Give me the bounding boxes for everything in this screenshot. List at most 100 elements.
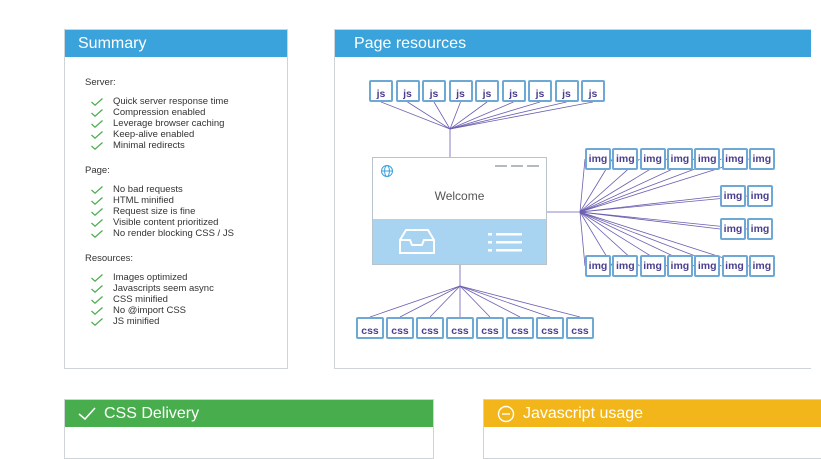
img-resource-chip: img bbox=[748, 148, 775, 170]
check-icon bbox=[91, 108, 103, 117]
summary-check-item: Quick server response time bbox=[91, 96, 287, 107]
summary-item-label: No bad requests bbox=[113, 184, 183, 195]
list-icon bbox=[488, 233, 522, 252]
img-resource-chip: img bbox=[666, 148, 693, 170]
img-resource-chip: img bbox=[585, 255, 611, 277]
summary-check-item: Request size is fine bbox=[91, 206, 287, 217]
css-resource-chip: css bbox=[536, 317, 564, 339]
img-resource-chip: img bbox=[747, 185, 773, 207]
js-resource-chip: js bbox=[422, 80, 446, 102]
summary-check-item: No render blocking CSS / JS bbox=[91, 228, 287, 239]
summary-check-item: Images optimized bbox=[91, 272, 287, 283]
summary-check-item: JS minified bbox=[91, 316, 287, 327]
check-icon bbox=[91, 295, 103, 304]
summary-item-label: Leverage browser caching bbox=[113, 118, 225, 129]
js-resource-chip: js bbox=[395, 80, 420, 102]
css-resource-chip: css bbox=[506, 317, 534, 339]
check-icon bbox=[91, 207, 103, 216]
summary-check-item: No bad requests bbox=[91, 184, 287, 195]
summary-item-label: Compression enabled bbox=[113, 107, 206, 118]
summary-title: Summary bbox=[78, 35, 147, 52]
summary-check-item: Keep-alive enabled bbox=[91, 129, 287, 140]
window-dashes-icon bbox=[495, 165, 539, 167]
img-resource-chip: img bbox=[747, 218, 773, 240]
summary-check-item: No @import CSS bbox=[91, 305, 287, 316]
summary-item-label: JS minified bbox=[113, 316, 160, 327]
css-delivery-header: CSS Delivery bbox=[65, 400, 433, 427]
js-resource-chip: js bbox=[448, 80, 473, 102]
summary-header: Summary bbox=[65, 30, 287, 57]
js-resource-chip: js bbox=[369, 80, 393, 102]
img-resource-chip: img bbox=[612, 255, 639, 277]
javascript-usage-panel: Javascript usage bbox=[483, 399, 821, 459]
globe-icon bbox=[381, 165, 393, 177]
check-icon bbox=[91, 284, 103, 293]
img-resource-chip: img bbox=[721, 148, 748, 170]
summary-item-label: HTML minified bbox=[113, 195, 174, 206]
summary-item-label: Visible content prioritized bbox=[113, 217, 219, 228]
mockup-top: Welcome bbox=[373, 158, 546, 221]
img-resource-chip: img bbox=[585, 148, 611, 170]
img-resource-chip: img bbox=[639, 148, 666, 170]
summary-check-item: Compression enabled bbox=[91, 107, 287, 118]
js-resource-chip: js bbox=[501, 80, 526, 102]
check-icon bbox=[91, 119, 103, 128]
css-resource-chip: css bbox=[356, 317, 384, 339]
css-resource-chip: css bbox=[476, 317, 504, 339]
js-resource-chip: js bbox=[581, 80, 605, 102]
summary-check-item: Leverage browser caching bbox=[91, 118, 287, 129]
css-delivery-title: CSS Delivery bbox=[104, 405, 200, 422]
summary-panel: Summary Server:Quick server response tim… bbox=[64, 29, 288, 369]
check-icon bbox=[91, 306, 103, 315]
mockup-welcome-text: Welcome bbox=[434, 189, 485, 203]
resources-title: Page resources bbox=[354, 35, 467, 52]
img-resource-chip: img bbox=[720, 218, 746, 240]
summary-item-label: Quick server response time bbox=[113, 96, 229, 107]
img-resource-chip: img bbox=[666, 255, 693, 277]
summary-check-item: CSS minified bbox=[91, 294, 287, 305]
summary-check-item: Visible content prioritized bbox=[91, 217, 287, 228]
page-mockup: Welcome bbox=[372, 157, 547, 265]
css-delivery-panel: CSS Delivery bbox=[64, 399, 434, 459]
check-icon bbox=[78, 407, 96, 421]
summary-item-label: Images optimized bbox=[113, 272, 188, 283]
summary-section-title: Resources: bbox=[85, 253, 134, 264]
img-resource-chip: img bbox=[721, 255, 748, 277]
check-icon bbox=[91, 317, 103, 326]
check-icon bbox=[91, 218, 103, 227]
css-resource-chip: css bbox=[416, 317, 444, 339]
img-resource-chip: img bbox=[612, 148, 639, 170]
summary-item-label: Javascripts seem async bbox=[113, 283, 214, 294]
img-resource-chip: img bbox=[694, 255, 721, 277]
inbox-tray-icon bbox=[399, 229, 435, 254]
check-icon bbox=[91, 196, 103, 205]
javascript-usage-header: Javascript usage bbox=[484, 400, 821, 427]
summary-check-item: Minimal redirects bbox=[91, 140, 287, 151]
img-resource-chip: img bbox=[639, 255, 666, 277]
resources-header: Page resources bbox=[335, 30, 811, 57]
img-resource-chip: img bbox=[720, 185, 746, 207]
summary-item-label: CSS minified bbox=[113, 294, 168, 305]
javascript-usage-title: Javascript usage bbox=[523, 405, 644, 422]
js-resource-chip: js bbox=[528, 80, 552, 102]
summary-item-label: No render blocking CSS / JS bbox=[113, 228, 234, 239]
check-icon bbox=[91, 141, 103, 150]
css-resource-chip: css bbox=[446, 317, 474, 339]
summary-item-label: Minimal redirects bbox=[113, 140, 185, 151]
check-icon bbox=[91, 97, 103, 106]
css-resource-chip: css bbox=[566, 317, 594, 339]
summary-item-label: Keep-alive enabled bbox=[113, 129, 195, 140]
mockup-content bbox=[373, 219, 546, 264]
summary-item-label: Request size is fine bbox=[113, 206, 196, 217]
img-resource-chip: img bbox=[748, 255, 775, 277]
summary-item-label: No @import CSS bbox=[113, 305, 186, 316]
check-icon bbox=[91, 273, 103, 282]
css-resource-chip: css bbox=[386, 317, 414, 339]
check-icon bbox=[91, 185, 103, 194]
summary-check-item: Javascripts seem async bbox=[91, 283, 287, 294]
